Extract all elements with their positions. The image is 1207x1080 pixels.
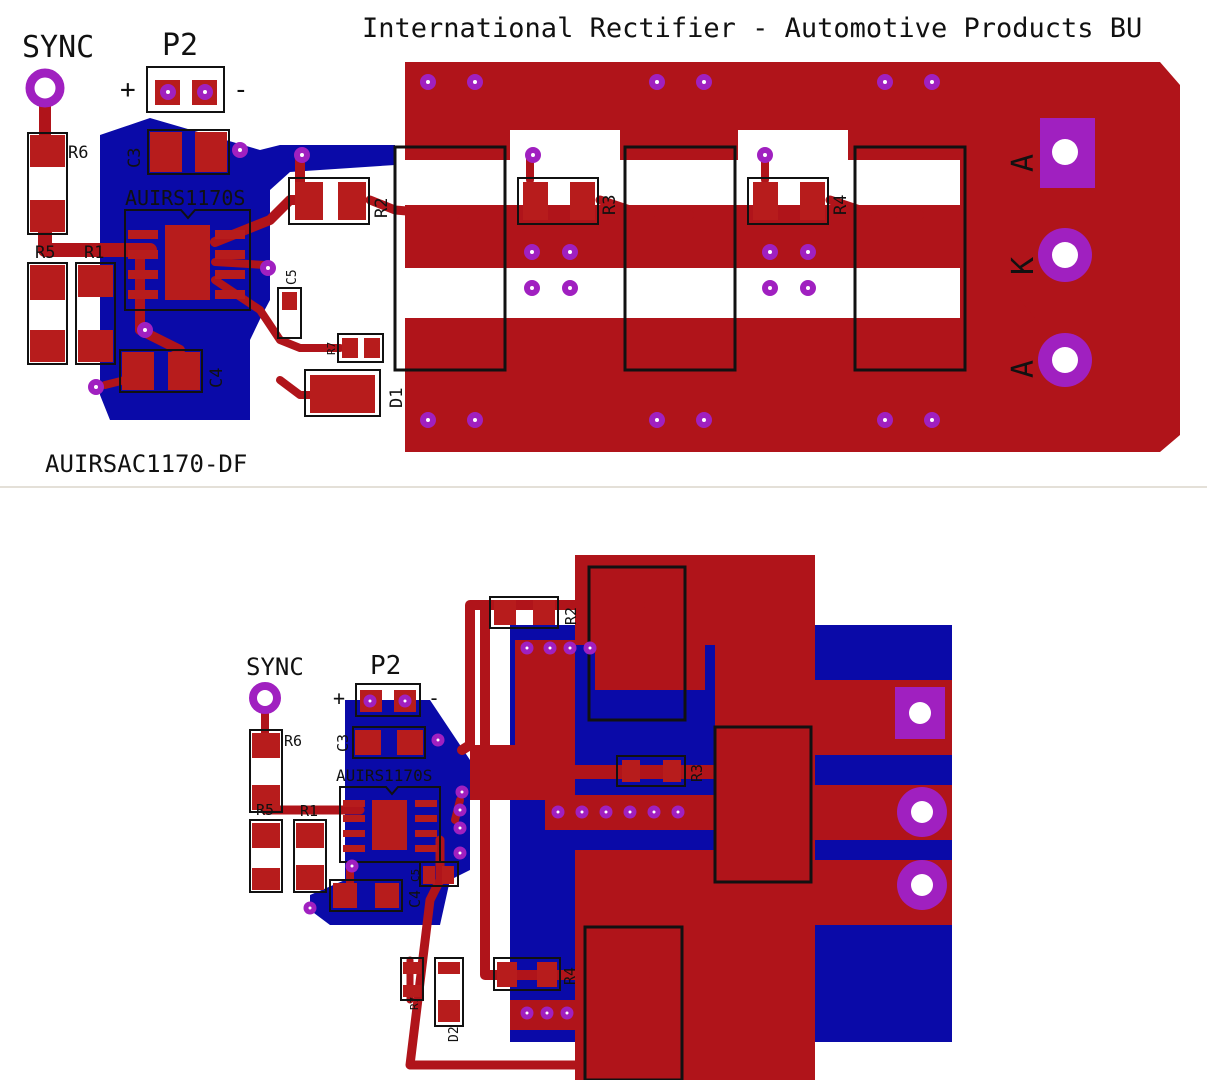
bottom-vias [249,641,685,1020]
top-label-r3: R3 [600,195,620,215]
bottom-label-r1: R1 [300,802,318,820]
top-label-r5: R5 [35,243,55,263]
top-board-name: AUIRSAC1170-DF [45,450,247,478]
top-label-pin-k: K [1006,257,1041,275]
bottom-label-minus: - [428,686,440,710]
top-label-c3: C3 [125,148,145,168]
top-label-pin-a1: A [1006,154,1041,172]
top-label-r7: R7 [325,342,338,355]
bottom-label-r4: R4 [561,967,579,985]
board-top: International Rectifier - Automotive Pro… [0,0,1207,488]
top-board-title: International Rectifier - Automotive Pro… [362,13,1142,44]
bottom-label-sync: SYNC [246,653,304,681]
bottom-label-r7: R7 [408,997,421,1010]
top-label-sync: SYNC [22,30,94,65]
bottom-label-c4: C4 [406,890,424,908]
bottom-label-r3: R3 [688,764,706,782]
bottom-sync-pad-icon [249,682,281,714]
sync-pad-icon [25,68,65,108]
bottom-label-d2: D2 [447,1026,462,1042]
top-label-c4: C4 [207,368,227,388]
bottom-label-plus: + [333,686,345,710]
top-label-r6: R6 [68,143,88,163]
top-terminals [1038,118,1095,387]
bottom-top-copper [470,555,952,1080]
top-label-r4: R4 [831,195,851,215]
top-vias [25,68,940,428]
bottom-label-r5: R5 [256,801,274,819]
bottom-label-r2: R2 [562,607,580,625]
bottom-terminals [895,687,947,910]
top-label-r1: R1 [84,243,104,263]
top-label-d1: D1 [387,388,407,408]
bottom-label-ic: AUIRS1170S [336,766,432,785]
top-label-ic: AUIRS1170S [125,186,245,210]
top-label-c5: C5 [285,269,300,285]
bottom-label-c3: C3 [334,734,352,752]
top-smd-pads [30,80,825,413]
bottom-smd-pads [252,600,681,1022]
top-label-r2: R2 [372,198,392,218]
top-label-plus: + [120,75,136,105]
bottom-label-r6: R6 [284,732,302,750]
top-silkscreen [27,66,967,417]
bottom-label-c5: C5 [409,869,422,882]
board-bottom: SYNC P2 + - R6 C3 AUIRS1170S R5 R1 R2 R3… [246,555,952,1080]
bottom-label-p2: P2 [370,651,401,681]
top-label-pin-a2: A [1006,360,1041,378]
top-label-p2: P2 [162,28,198,63]
top-label-minus: - [233,75,249,105]
